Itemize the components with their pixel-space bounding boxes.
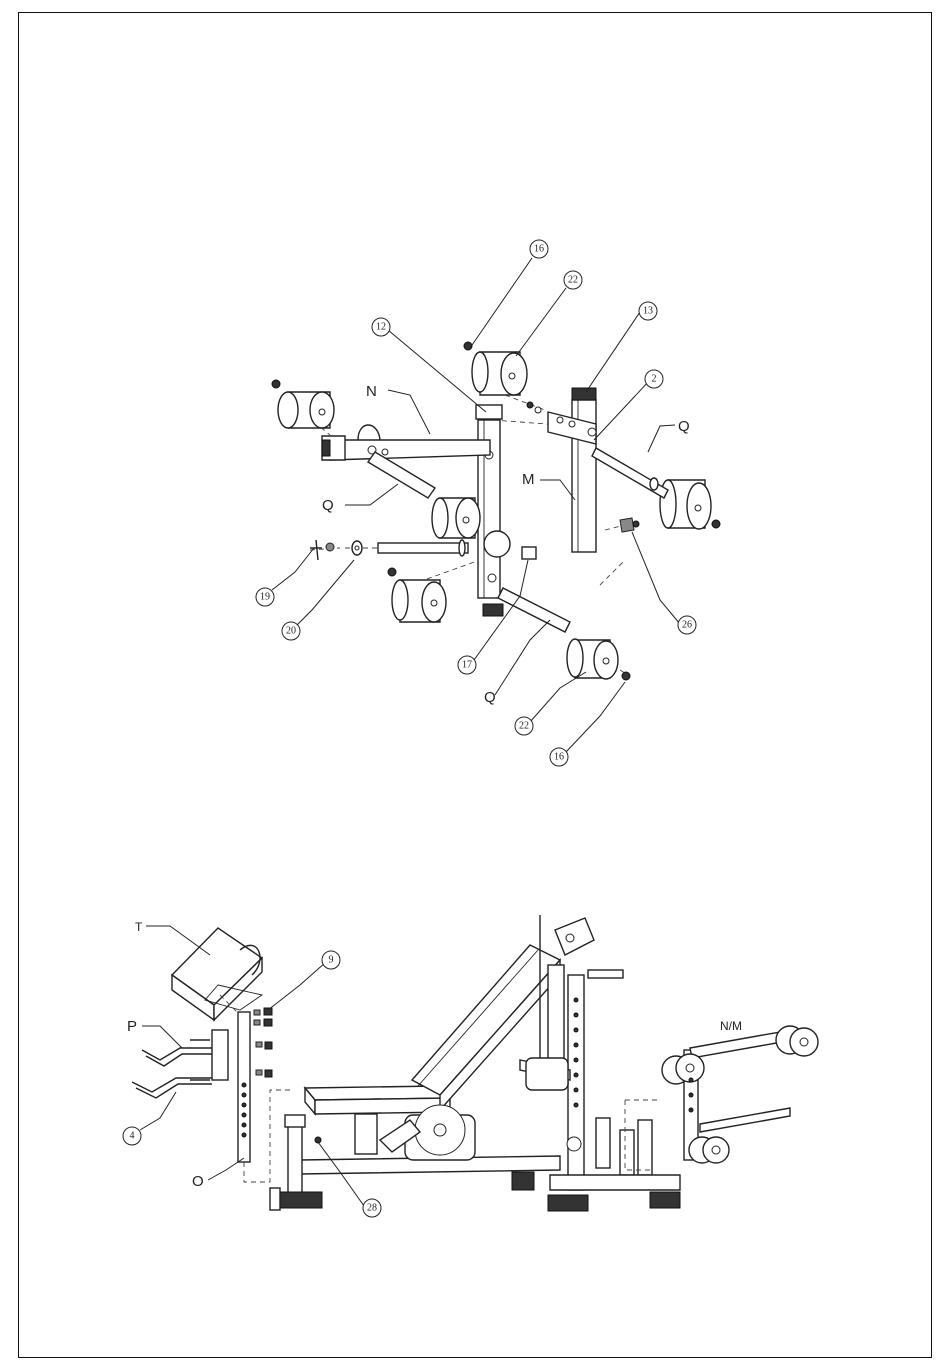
svg-text:2: 2 [652,374,657,385]
svg-text:16: 16 [534,244,544,255]
callout-22-bottom: 22 [515,717,533,735]
label-t: T [135,920,143,934]
callout-20: 20 [282,622,300,640]
leg-developer-exploded-view: 16 22 13 12 2 19 20 17 22 16 26 N M Q Q … [256,240,720,766]
callout-16-top: 16 [530,240,548,258]
label-q-left: Q [322,497,334,514]
svg-text:9: 9 [329,955,334,966]
svg-text:28: 28 [367,1203,377,1214]
svg-text:19: 19 [260,592,270,603]
roller-middle [432,498,480,538]
label-o: O [192,1173,204,1190]
callout-12: 12 [372,318,390,336]
svg-text:22: 22 [568,275,578,286]
label-n-m: N/M [720,1019,742,1033]
label-p: P [127,1018,137,1035]
callout-13: 13 [639,302,657,320]
svg-text:22: 22 [519,721,529,732]
svg-text:20: 20 [286,626,296,637]
svg-text:4: 4 [130,1131,135,1142]
numbered-callouts-2: 9 4 28 [123,951,381,1217]
bench-frame [270,1105,560,1210]
callout-2: 2 [645,370,663,388]
label-q-right: Q [678,418,690,435]
roller-lower-right [567,639,630,680]
label-n: N [366,383,377,400]
svg-text:12: 12 [376,322,386,333]
curl-handles-p [132,1048,212,1098]
leg-developer-n-m [625,1026,818,1170]
rack-upright [520,965,680,1211]
roller-top-right [464,342,527,395]
svg-text:16: 16 [554,752,564,763]
callout-19: 19 [256,588,274,606]
svg-text:26: 26 [682,620,692,631]
roller-right [660,480,720,529]
upright-m [527,388,668,552]
callout-28: 28 [363,1199,381,1217]
callout-16-bottom: 16 [550,748,568,766]
callout-17: 17 [458,656,476,674]
post-hardware [190,1008,272,1080]
svg-text:13: 13 [643,306,653,317]
callout-26: 26 [678,616,696,634]
preacher-post-o [212,1012,290,1182]
loose-hardware [310,540,362,560]
roller-lower-left [388,568,446,622]
preacher-curl-pad-t [172,928,262,1020]
roller-top-left [272,380,334,428]
callout-22-top: 22 [564,271,582,289]
svg-text:17: 17 [462,660,472,671]
bench-attachment-view: 9 4 28 T P O N/M [123,915,818,1217]
label-m: M [522,471,535,488]
callout-4: 4 [123,1127,141,1145]
label-q-bottom: Q [484,689,496,706]
callout-9: 9 [322,951,340,969]
